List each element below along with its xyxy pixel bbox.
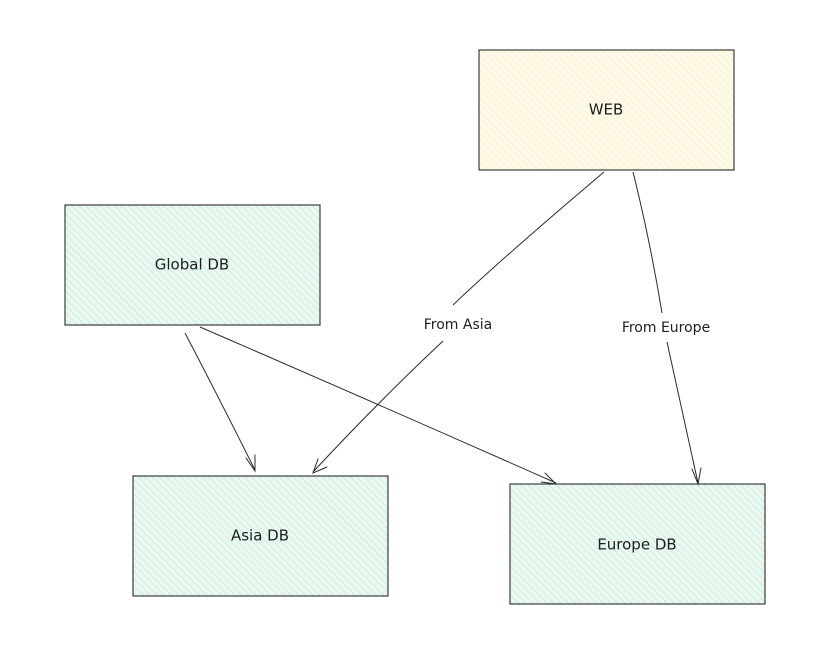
node-europe-db-label: Europe DB — [597, 536, 676, 554]
edge-global-to-europe-line — [199, 326, 557, 484]
edge-global-to-asia-line — [184, 332, 256, 471]
edge-web-to-europe-line-bottom — [666, 341, 699, 484]
node-web-box — [478, 49, 735, 171]
edge-global-to-asia[interactable] — [184, 332, 256, 473]
edge-web-to-asia-line-top — [452, 171, 605, 306]
edge-web-to-asia-label: From Asia — [424, 317, 492, 333]
node-global-db-label: Global DB — [155, 256, 229, 274]
node-web[interactable]: WEB — [478, 49, 735, 171]
edge-web-to-asia[interactable]: From Asia — [312, 171, 605, 474]
edge-global-to-europe[interactable] — [199, 326, 558, 485]
node-web-label: WEB — [589, 101, 624, 119]
node-europe-db-box — [509, 483, 766, 605]
edge-web-to-europe-label: From Europe — [622, 320, 710, 336]
node-global-db-box — [64, 204, 321, 326]
node-asia-db-label: Asia DB — [231, 527, 289, 545]
edge-web-to-europe[interactable]: From Europe — [622, 171, 710, 486]
node-asia-db[interactable]: Asia DB — [132, 475, 389, 597]
edge-global-to-europe-arrowhead — [540, 472, 558, 485]
edge-global-to-asia-arrowhead — [245, 454, 256, 473]
node-europe-db[interactable]: Europe DB — [509, 483, 766, 605]
node-global-db[interactable]: Global DB — [64, 204, 321, 326]
edge-web-to-asia-line-bottom — [312, 340, 444, 473]
node-asia-db-box — [132, 475, 389, 597]
edge-web-to-asia-arrowhead — [312, 458, 328, 474]
edge-web-to-europe-arrowhead — [691, 467, 702, 486]
edge-web-to-europe-line-top — [632, 171, 663, 314]
